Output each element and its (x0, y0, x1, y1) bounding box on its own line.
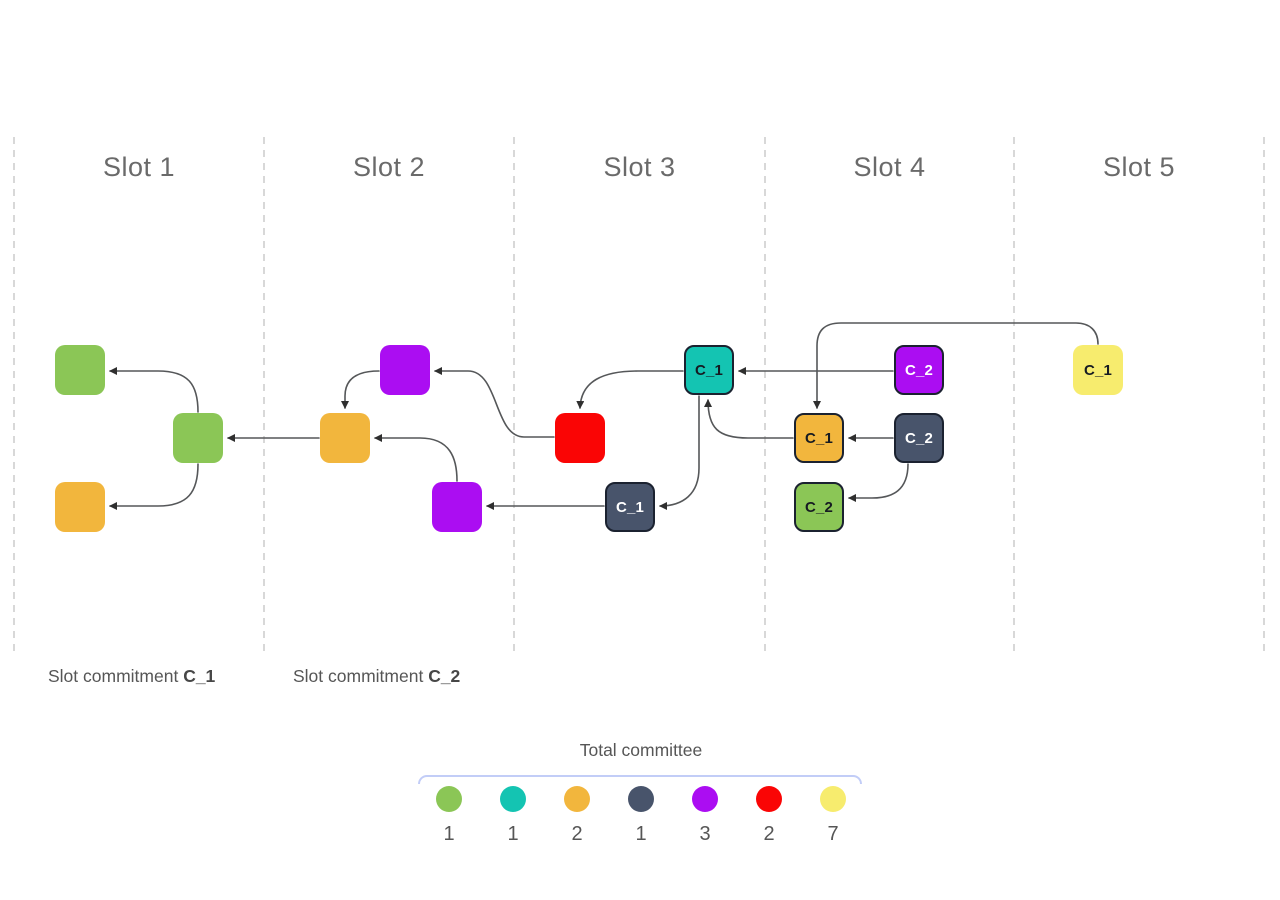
block-label: C_1 (1083, 361, 1113, 379)
block-slot1-block-mid (173, 413, 223, 463)
legend-count: 1 (443, 823, 455, 845)
edge-slot1-block-mid-to-slot1-block-bottom (109, 463, 199, 510)
legend-dot-lightyellow (820, 786, 846, 812)
slot-boundary-lines (13, 137, 1265, 652)
edge-slot4-block-orange-c1-to-slot3-block-teal-c1 (704, 399, 794, 439)
block-slot4-block-purple-c2: C_2 (894, 345, 944, 395)
edge-arrows (109, 322, 1099, 510)
edge-slot2-block-bottom-to-slot2-block-mid (374, 434, 458, 482)
block-label: C_1 (694, 361, 724, 379)
legend-title: Total committee (579, 740, 703, 760)
legend-item-lightyellow: 7 (801, 786, 865, 846)
block-label: C_2 (804, 498, 834, 516)
block-slot1-block-top (55, 345, 105, 395)
edge-slot2-block-top-to-slot2-block-mid (341, 370, 380, 409)
legend-bracket (418, 775, 862, 784)
legend-dot-teal (500, 786, 526, 812)
legend-count: 2 (571, 823, 583, 845)
legend-item-red: 2 (737, 786, 801, 846)
block-slot3-block-red (555, 413, 605, 463)
edge-slot5-block-yellow-c1-to-slot4-block-orange-c1 (813, 322, 1099, 409)
legend-count: 3 (699, 823, 711, 845)
legend-item-teal: 1 (481, 786, 545, 846)
legend-dot-orange (564, 786, 590, 812)
block-slot3-block-slate-c1: C_1 (605, 482, 655, 532)
slot-header-2: Slot 2 (352, 152, 426, 182)
caption-commitment-id: C_1 (183, 666, 216, 686)
slot-commitment-caption-1: Slot commitment C_1 (48, 663, 215, 689)
block-slot2-block-bottom (432, 482, 482, 532)
block-slot3-block-teal-c1: C_1 (684, 345, 734, 395)
block-slot2-block-mid (320, 413, 370, 463)
slot-header-4: Slot 4 (853, 152, 926, 182)
legend-item-green: 1 (417, 786, 481, 846)
edge-slot3-block-teal-c1-to-slot3-block-red (576, 370, 684, 409)
edge-slot3-block-teal-c1-to-slot3-block-slate-c1 (659, 395, 700, 510)
block-label: C_2 (904, 361, 934, 379)
block-slot4-block-green-c2: C_2 (794, 482, 844, 532)
caption-text: Slot commitment (48, 666, 184, 686)
legend-dot-purple (692, 786, 718, 812)
block-slot2-block-top (380, 345, 430, 395)
slot-header-3: Slot 3 (603, 152, 676, 182)
block-label: C_2 (904, 429, 934, 447)
slot-header-5: Slot 5 (1102, 152, 1176, 182)
legend-dot-red (756, 786, 782, 812)
edge-slot4-block-slate-c2-to-slot4-block-green-c2 (848, 463, 909, 502)
block-slot1-block-bottom (55, 482, 105, 532)
legend-count: 2 (763, 823, 775, 845)
legend-item-purple: 3 (673, 786, 737, 846)
legend-dot-green (436, 786, 462, 812)
legend-count: 7 (827, 823, 839, 845)
block-label: C_1 (615, 498, 645, 516)
legend-dot-slate (628, 786, 654, 812)
legend-items: 1 1 2 1 3 2 7 (417, 786, 865, 846)
slot-commitment-caption-2: Slot commitment C_2 (293, 663, 460, 689)
legend-count: 1 (635, 823, 647, 845)
block-slot4-block-slate-c2: C_2 (894, 413, 944, 463)
legend-item-orange: 2 (545, 786, 609, 846)
legend-item-slate: 1 (609, 786, 673, 846)
edge-slot1-block-mid-to-slot1-block-top (109, 367, 199, 413)
caption-commitment-id: C_2 (428, 666, 461, 686)
caption-text: Slot commitment (293, 666, 429, 686)
block-slot5-block-yellow-c1: C_1 (1073, 345, 1123, 395)
slot-header-1: Slot 1 (102, 152, 176, 182)
block-slot4-block-orange-c1: C_1 (794, 413, 844, 463)
block-label: C_1 (804, 429, 834, 447)
edge-slot3-block-red-to-slot2-block-top (434, 367, 555, 438)
legend-count: 1 (507, 823, 519, 845)
